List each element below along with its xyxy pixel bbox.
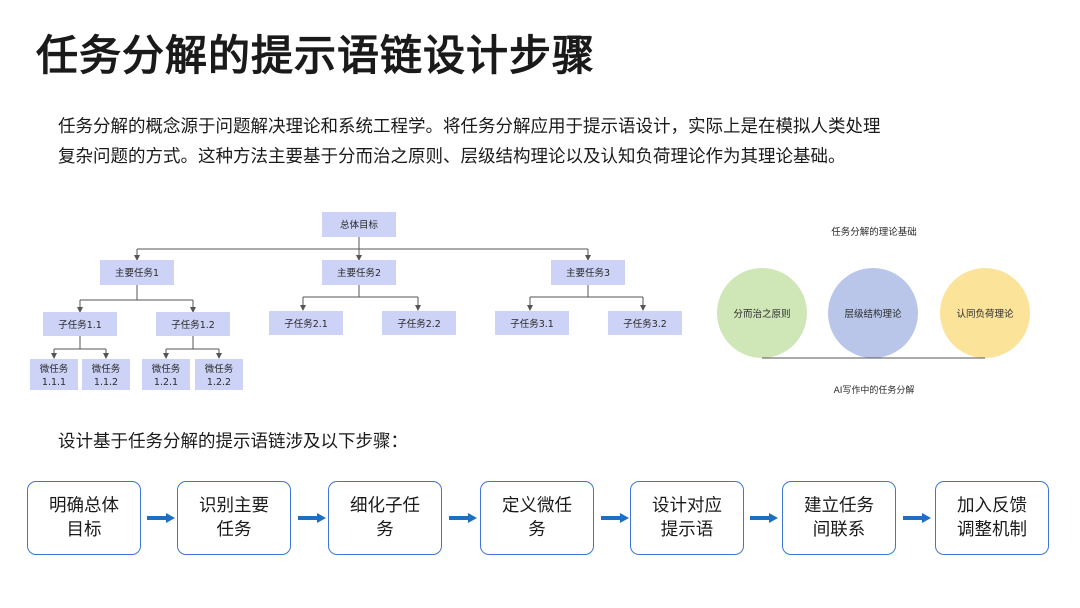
right-arrow-icon bbox=[449, 513, 477, 523]
step-line: 明确总体 bbox=[49, 496, 119, 516]
step-line: 务 bbox=[376, 520, 394, 540]
tree-sub-node: 子任务2.1 bbox=[269, 311, 343, 335]
tree-micro-node: 微任务 1.1.1 bbox=[30, 359, 78, 390]
theory-circle bbox=[717, 268, 807, 358]
step-line: 建立任务 bbox=[804, 496, 874, 516]
svg-text:主要任务1: 主要任务1 bbox=[115, 267, 159, 279]
right-arrow-icon bbox=[903, 513, 931, 523]
svg-text:1.1.1: 1.1.1 bbox=[42, 377, 66, 388]
svg-text:子任务3.2: 子任务3.2 bbox=[623, 318, 667, 330]
step-box: 细化子任务 bbox=[328, 481, 442, 555]
step-box: 建立任务间联系 bbox=[782, 481, 896, 555]
step-box: 明确总体目标 bbox=[27, 481, 141, 555]
svg-text:子任务1.1: 子任务1.1 bbox=[58, 319, 102, 331]
theory-caption: AI写作中的任务分解 bbox=[834, 384, 915, 396]
step-box: 设计对应提示语 bbox=[630, 481, 744, 555]
tree-sub-node: 子任务1.2 bbox=[156, 312, 230, 336]
svg-text:主要任务2: 主要任务2 bbox=[337, 267, 381, 279]
tree-main-node: 主要任务3 bbox=[551, 260, 625, 285]
step-line: 细化子任 bbox=[350, 496, 420, 516]
right-arrow-icon bbox=[750, 513, 778, 523]
step-box: 加入反馈调整机制 bbox=[935, 481, 1049, 555]
theory-circle bbox=[940, 268, 1030, 358]
svg-text:1.2.2: 1.2.2 bbox=[207, 377, 231, 388]
theory-circle-label: 分而治之原则 bbox=[733, 308, 790, 320]
step-line: 务 bbox=[528, 520, 546, 540]
step-line: 设计对应 bbox=[652, 496, 722, 516]
tree-sub-node: 子任务2.2 bbox=[382, 311, 456, 335]
step-line: 加入反馈 bbox=[957, 496, 1027, 516]
tree-connectors bbox=[51, 237, 646, 359]
theory-title: 任务分解的理论基础 bbox=[831, 226, 917, 238]
intro-line-2: 复杂问题的方式。这种方法主要基于分而治之原则、层级结构理论以及认知负荷理论作为其… bbox=[58, 147, 846, 167]
svg-text:子任务2.1: 子任务2.1 bbox=[284, 318, 328, 330]
intro-paragraph: 任务分解的概念源于问题解决理论和系统工程学。将任务分解应用于提示语设计，实际上是… bbox=[58, 112, 1038, 172]
step-line: 目标 bbox=[66, 520, 102, 540]
svg-text:微任务: 微任务 bbox=[152, 363, 181, 375]
steps-lead-text: 设计基于任务分解的提示语链涉及以下步骤： bbox=[58, 432, 408, 452]
page-title: 任务分解的提示语链设计步骤 bbox=[36, 31, 596, 80]
step-line: 定义微任 bbox=[502, 496, 572, 516]
svg-text:子任务1.2: 子任务1.2 bbox=[171, 319, 215, 331]
svg-text:子任务2.2: 子任务2.2 bbox=[397, 318, 441, 330]
theory-circle-label: 层级结构理论 bbox=[844, 308, 902, 320]
tree-main-node: 主要任务1 bbox=[100, 260, 174, 285]
svg-text:微任务: 微任务 bbox=[40, 363, 69, 375]
step-box: 识别主要任务 bbox=[177, 481, 291, 555]
theory-circle-label: 认同负荷理论 bbox=[956, 308, 1014, 320]
tree-sub-node: 子任务1.1 bbox=[43, 312, 117, 336]
svg-text:1.2.1: 1.2.1 bbox=[154, 377, 178, 388]
svg-text:子任务3.1: 子任务3.1 bbox=[510, 318, 554, 330]
svg-text:微任务: 微任务 bbox=[92, 363, 121, 375]
step-line: 间联系 bbox=[812, 520, 866, 540]
svg-text:微任务: 微任务 bbox=[205, 363, 234, 375]
tree-sub-node: 子任务3.2 bbox=[608, 311, 682, 335]
theory-circle bbox=[828, 268, 918, 358]
intro-line-1: 任务分解的概念源于问题解决理论和系统工程学。将任务分解应用于提示语设计，实际上是… bbox=[58, 117, 881, 137]
tree-sub-node: 子任务3.1 bbox=[495, 311, 569, 335]
svg-text:主要任务3: 主要任务3 bbox=[566, 267, 610, 279]
tree-micro-node: 微任务 1.2.1 bbox=[142, 359, 190, 390]
step-line: 任务 bbox=[216, 520, 252, 540]
svg-text:1.1.2: 1.1.2 bbox=[94, 377, 118, 388]
step-box: 定义微任务 bbox=[480, 481, 594, 555]
step-line: 识别主要 bbox=[199, 496, 269, 516]
tree-main-node: 主要任务2 bbox=[322, 260, 396, 285]
right-arrow-icon bbox=[601, 513, 629, 523]
right-arrow-icon bbox=[298, 513, 326, 523]
step-line: 提示语 bbox=[660, 520, 714, 540]
tree-micro-node: 微任务 1.2.2 bbox=[195, 359, 243, 390]
tree-micro-node: 微任务 1.1.2 bbox=[82, 359, 130, 390]
right-arrow-icon bbox=[147, 513, 175, 523]
tree-root-node: 总体目标 bbox=[322, 212, 396, 237]
svg-text:总体目标: 总体目标 bbox=[340, 219, 379, 231]
step-line: 调整机制 bbox=[957, 520, 1027, 540]
